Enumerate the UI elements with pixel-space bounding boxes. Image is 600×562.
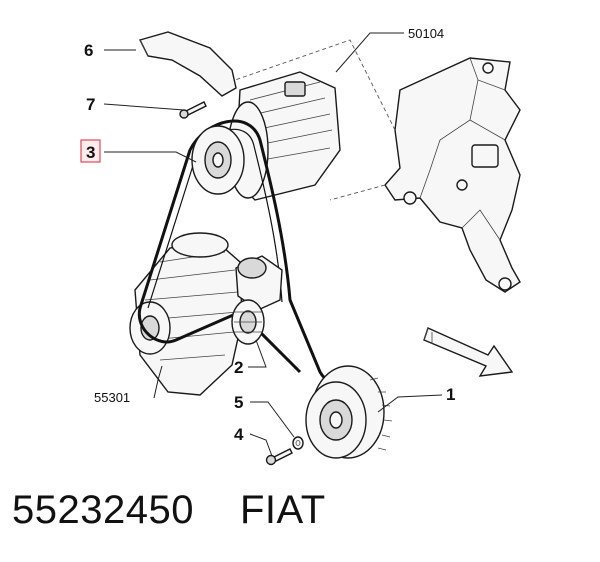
- callout-5: 5: [234, 393, 243, 412]
- callout-3-highlight: [80, 139, 101, 163]
- leader-lines: [103, 32, 443, 457]
- alternator: [129, 232, 243, 396]
- direction-arrow: [423, 327, 514, 377]
- ac-compressor: [227, 71, 341, 201]
- callout-4: 4: [234, 425, 244, 444]
- compressor-pulley: [191, 125, 245, 195]
- callout-7: 7: [86, 95, 95, 114]
- bolt-4: [265, 448, 293, 466]
- washer-5: [292, 436, 304, 450]
- ref-50104: 50104: [408, 26, 444, 41]
- crankshaft-pulley: [305, 365, 393, 459]
- callout-3: 3: [86, 143, 95, 162]
- part-caption: 55232450 FIAT: [12, 488, 592, 544]
- callout-1: 1: [446, 385, 455, 404]
- screw-7: [179, 101, 207, 119]
- callout-2: 2: [234, 358, 243, 377]
- pulley-cover: [138, 31, 237, 97]
- ref-55301: 55301: [94, 390, 130, 405]
- brand-name: FIAT: [239, 488, 326, 532]
- belt-tensioner: [231, 255, 283, 345]
- exploded-parts-diagram: 6 7 3 50104 55301 2 1 5 4: [80, 26, 521, 466]
- engine-bracket: [234, 39, 521, 293]
- callout-6: 6: [84, 41, 93, 60]
- part-number: 55232450: [12, 488, 194, 532]
